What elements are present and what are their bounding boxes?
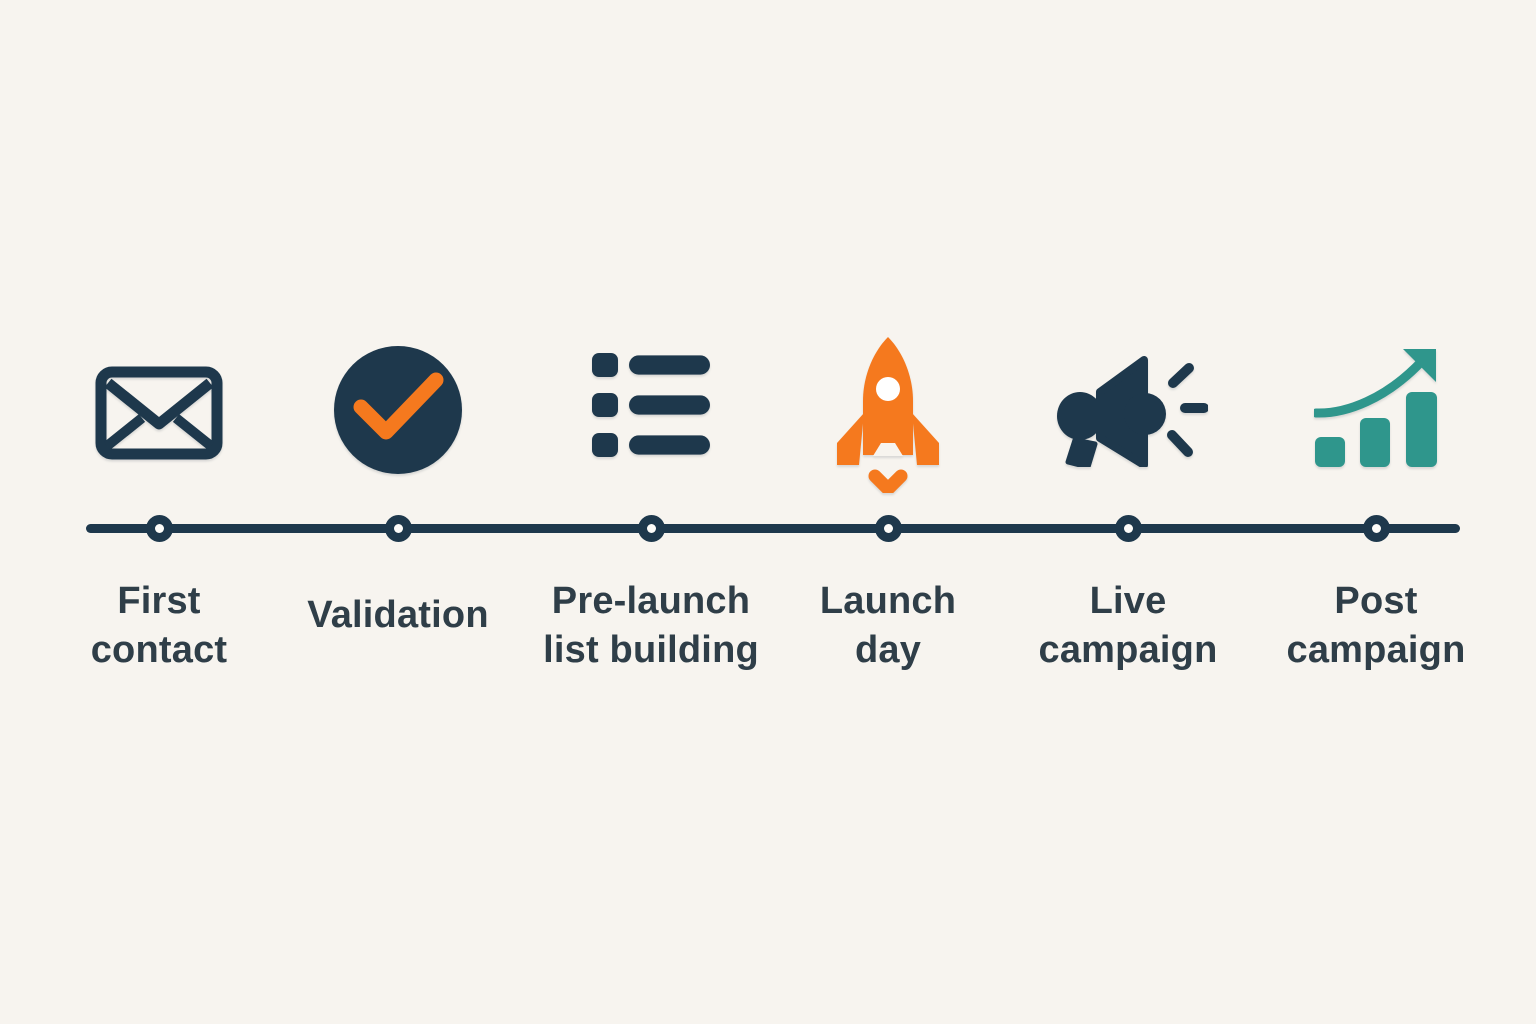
stage-label-line: list building	[543, 629, 759, 671]
stage-label: First contact	[19, 577, 299, 675]
rocket-icon	[834, 337, 942, 498]
envelope-icon	[95, 365, 223, 466]
timeline-node	[1362, 515, 1390, 542]
stage-label: Post campaign	[1236, 577, 1516, 675]
stage-post-campaign: Post campaign	[1236, 0, 1516, 1024]
stage-label-line: campaign	[1286, 629, 1466, 671]
timeline-node	[874, 515, 902, 542]
megaphone-icon	[1048, 355, 1209, 472]
stage-label: Launch day	[748, 577, 1028, 675]
list-icon	[592, 353, 710, 464]
stage-label-line: Validation	[307, 594, 489, 636]
stage-label-line: day	[854, 629, 922, 671]
stage-label-line: campaign	[1038, 629, 1218, 671]
stage-label: Pre-launch list building	[511, 577, 791, 675]
stage-label-line: Live	[1089, 580, 1167, 622]
stage-launch-day: Launch day	[748, 0, 1028, 1024]
timeline-node	[1114, 515, 1142, 542]
timeline-line	[86, 524, 1460, 533]
stage-live-campaign: Live campaign	[988, 0, 1268, 1024]
stage-label-line: contact	[90, 629, 228, 671]
check-circle-icon	[331, 343, 465, 482]
stage-label: Live campaign	[988, 577, 1268, 675]
stage-validation: Validation	[258, 0, 538, 1024]
stage-label-line: Launch	[819, 580, 957, 622]
stage-first-contact: First contact	[19, 0, 299, 1024]
stage-label-line: Post	[1334, 580, 1418, 622]
stage-label: Validation	[258, 591, 538, 640]
stage-label-line: Pre-launch	[551, 580, 751, 622]
stage-pre-launch: Pre-launch list building	[511, 0, 791, 1024]
timeline-node	[145, 515, 173, 542]
timeline-node	[637, 515, 665, 542]
growth-chart-icon	[1311, 347, 1438, 472]
stage-label-line: First	[117, 580, 201, 622]
timeline-node	[384, 515, 412, 542]
